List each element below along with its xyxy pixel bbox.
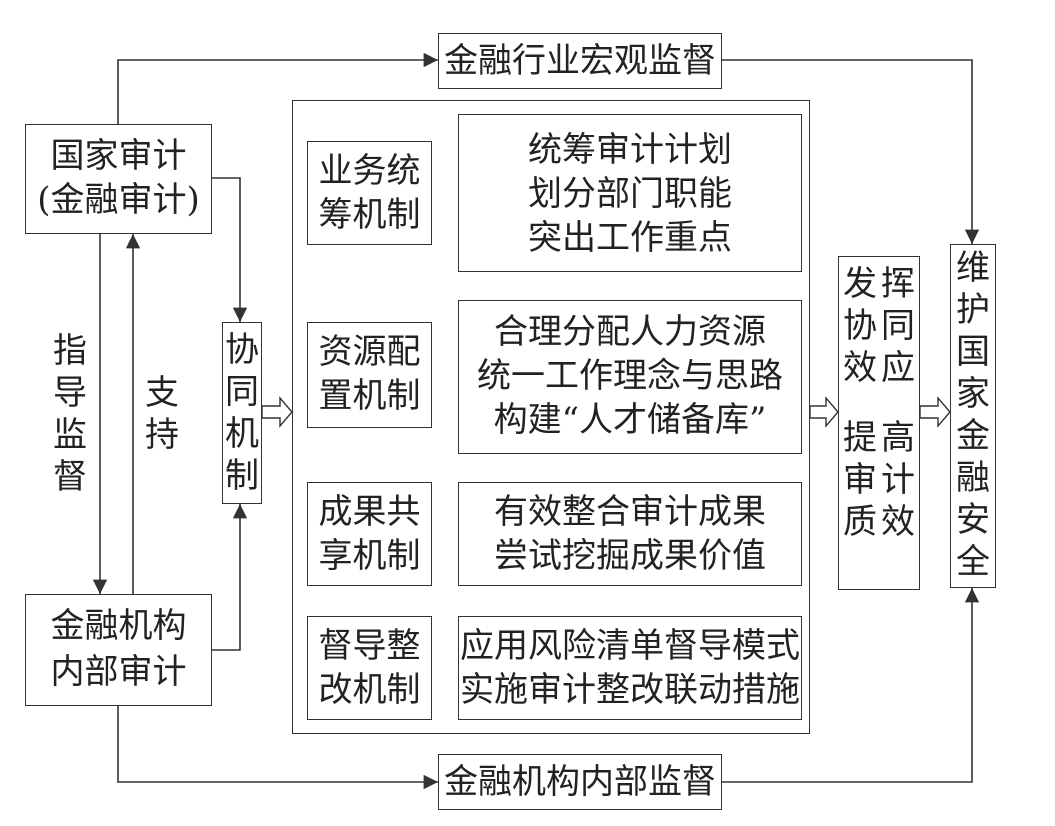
- effect-char: 发: [843, 264, 877, 304]
- arrow-internal-to-micro: [117, 706, 438, 790]
- mechanism-name-line: 业务统: [318, 151, 421, 191]
- coop-char: 制: [225, 456, 259, 496]
- mechanism-detail-line: 合理分配人力资源: [494, 312, 766, 352]
- mechanism-name-line: 资源配: [318, 332, 421, 372]
- mechanism-name-box: 督导整 改机制: [307, 616, 432, 720]
- effect-char: 高: [881, 418, 915, 458]
- macro-supervision-box: 金融行业宏观监督: [438, 33, 722, 89]
- support-label: 支 持: [142, 372, 182, 456]
- result-box: 维 护 国 家 金 融 安 全: [950, 244, 996, 588]
- arrow-national-to-coop: [212, 177, 248, 322]
- mechanism-detail-line: 有效整合审计成果: [494, 492, 766, 532]
- effect-char: 挥: [881, 264, 915, 304]
- guide-char: 导: [53, 373, 87, 413]
- coop-char: 同: [225, 372, 259, 412]
- mechanism-detail-line: 实施审计整改联动措施: [460, 670, 800, 710]
- effect-char: 提: [843, 418, 877, 458]
- result-char: 护: [956, 290, 990, 330]
- result-char: 金: [956, 416, 990, 456]
- guide-char: 指: [53, 331, 87, 371]
- guide-supervision-label: 指 导 监 督: [50, 330, 90, 498]
- internal-audit-line2: 内部审计: [50, 652, 187, 692]
- hollow-arrow-coop: [261, 396, 293, 428]
- effect-char: 应: [881, 348, 915, 388]
- mechanism-detail-box: 统筹审计计划 划分部门职能 突出工作重点: [458, 114, 802, 272]
- support-char: 支: [145, 373, 179, 413]
- macro-supervision-label: 金融行业宏观监督: [444, 41, 716, 81]
- mechanism-detail-line: 统筹审计计划: [528, 130, 732, 170]
- effect-char: 协: [843, 306, 877, 346]
- support-char: 持: [145, 415, 179, 455]
- arrow-internal-to-coop: [212, 504, 248, 651]
- result-label: 维 护 国 家 金 融 安 全: [954, 247, 992, 583]
- effect-char: 审: [843, 460, 877, 500]
- effect-char: 同: [881, 306, 915, 346]
- mechanism-name-box: 成果共 享机制: [307, 482, 432, 586]
- mechanism-name-line: 成果共: [318, 492, 421, 532]
- internal-supervision-label: 金融机构内部监督: [444, 762, 716, 802]
- effect-box: 发 协 效 提 审 质 挥 同 应 高 计 效: [838, 256, 920, 590]
- mechanism-name-box: 资源配 置机制: [307, 322, 432, 428]
- mechanism-detail-line: 划分部门职能: [528, 174, 732, 214]
- mechanism-detail-line: 应用风险清单督导模式: [460, 626, 800, 666]
- result-char: 家: [956, 374, 990, 414]
- arrow-macro-to-result: [722, 59, 980, 244]
- guide-char: 监: [53, 415, 87, 455]
- national-audit-line2: (金融审计): [37, 180, 200, 220]
- mechanism-detail-box: 有效整合审计成果 尝试挖掘成果价值: [458, 482, 802, 586]
- arrow-micro-to-result: [722, 588, 980, 783]
- effect-char: 效: [881, 502, 915, 542]
- effect-col1: 发 协 效 提 审 质: [841, 263, 879, 543]
- coop-char: 机: [225, 414, 259, 454]
- internal-audit-box: 金融机构 内部审计: [25, 594, 212, 706]
- mechanism-detail-line: 尝试挖掘成果价值: [494, 536, 766, 576]
- effect-char: 质: [843, 502, 877, 542]
- mechanism-name-line: 改机制: [318, 670, 421, 710]
- mechanism-name-line: 督导整: [318, 626, 421, 666]
- coop-char: 协: [225, 330, 259, 370]
- mechanism-detail-line: 构建“人才储备库”: [493, 400, 767, 440]
- internal-audit-line1: 金融机构: [50, 606, 187, 646]
- mechanism-detail-line: 统一工作理念与思路: [477, 356, 783, 396]
- coop-mechanism-box: 协 同 机 制: [222, 322, 262, 504]
- mechanism-name-line: 置机制: [318, 376, 421, 416]
- mechanism-detail-box: 合理分配人力资源 统一工作理念与思路 构建“人才储备库”: [458, 300, 802, 454]
- guide-char: 督: [53, 457, 87, 497]
- mechanism-name-line: 筹机制: [318, 195, 421, 235]
- mechanism-detail-line: 突出工作重点: [528, 218, 732, 258]
- mechanism-name-box: 业务统 筹机制: [307, 141, 432, 245]
- internal-supervision-box: 金融机构内部监督: [438, 754, 722, 810]
- result-char: 维: [956, 248, 990, 288]
- national-audit-box: 国家审计 (金融审计): [25, 124, 212, 234]
- effect-char: 计: [881, 460, 915, 500]
- mechanism-detail-box: 应用风险清单督导模式 实施审计整改联动措施: [458, 616, 802, 720]
- result-char: 安: [956, 500, 990, 540]
- result-char: 融: [956, 458, 990, 498]
- hollow-arrow-effect: [809, 396, 839, 428]
- result-char: 国: [956, 332, 990, 372]
- national-audit-line1: 国家审计: [50, 136, 187, 176]
- mechanism-name-line: 享机制: [318, 536, 421, 576]
- result-char: 全: [956, 542, 990, 582]
- effect-col2: 挥 同 应 高 计 效: [879, 263, 917, 543]
- hollow-arrow-result: [919, 396, 951, 428]
- arrow-national-to-macro: [117, 52, 438, 124]
- effect-char: 效: [843, 348, 877, 388]
- coop-mechanism-label: 协 同 机 制: [223, 329, 261, 497]
